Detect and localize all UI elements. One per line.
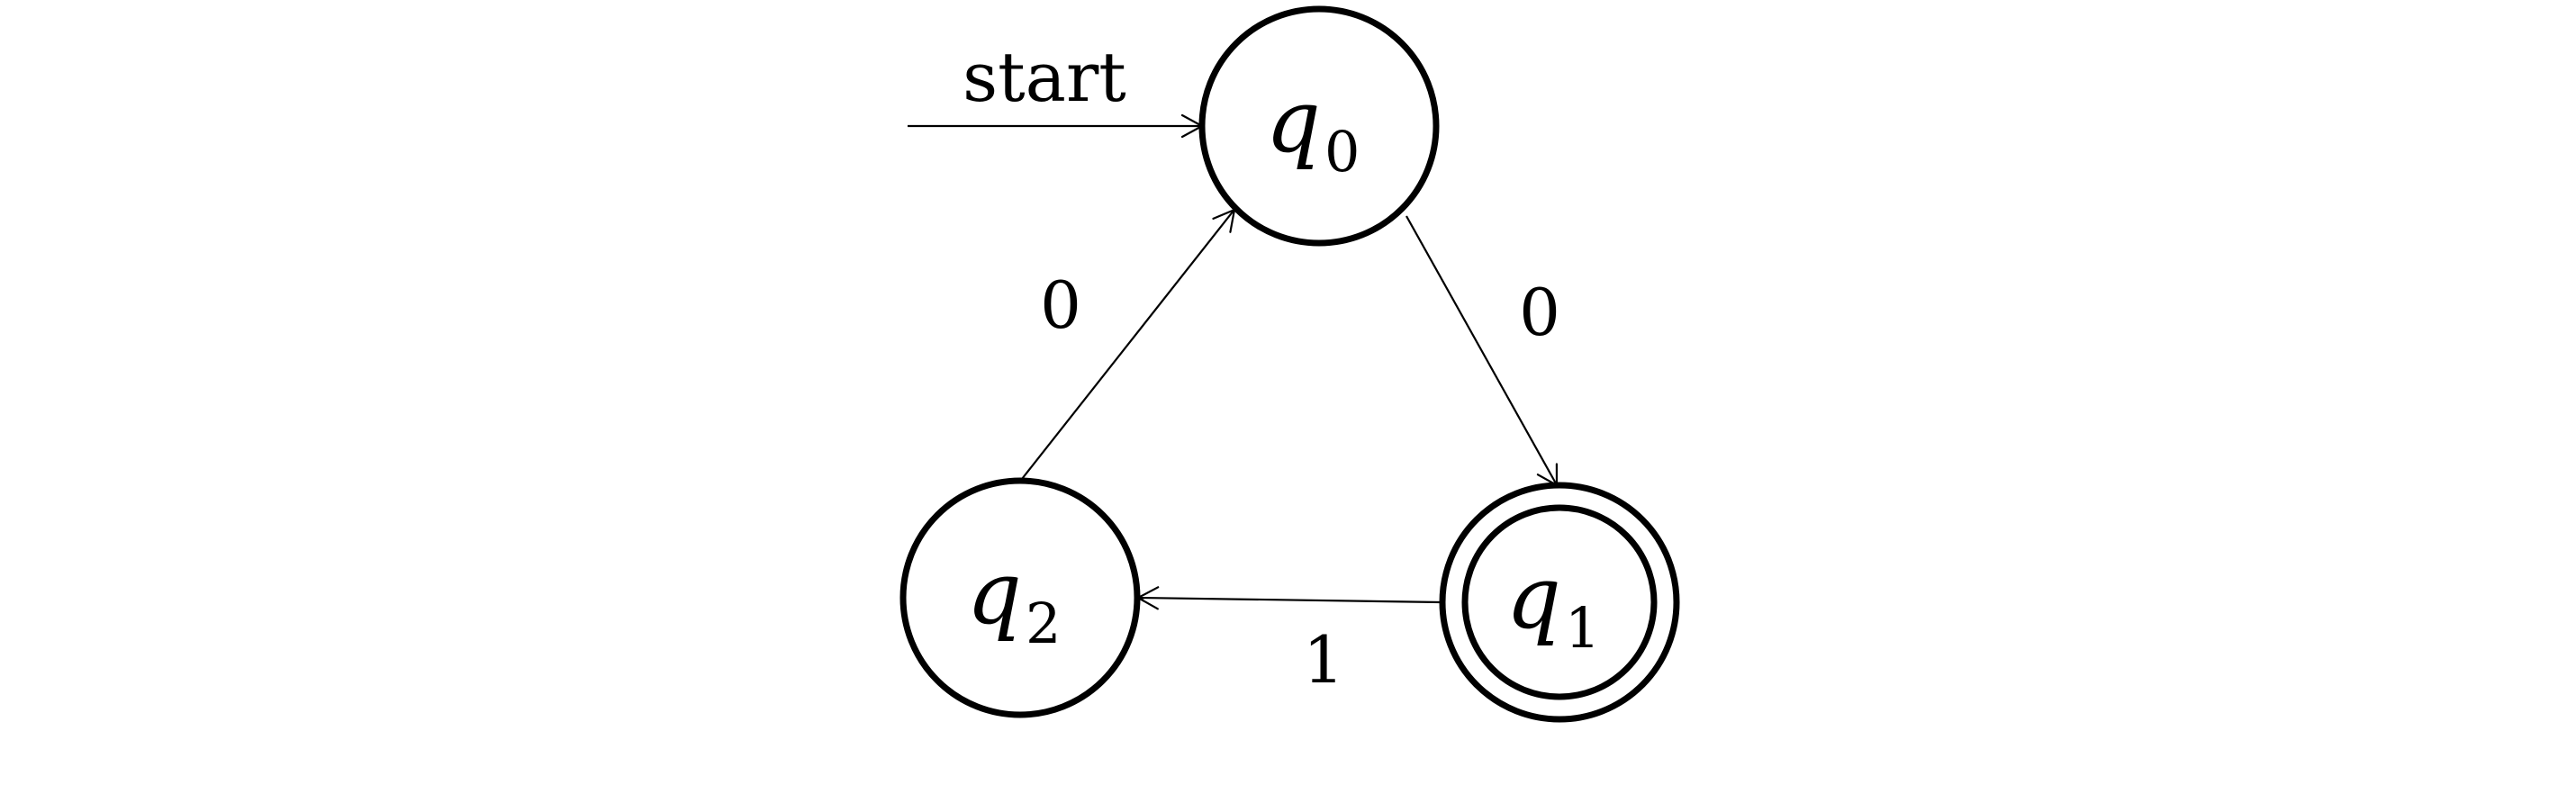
transition-q1-q2-label: 1 <box>1303 622 1344 698</box>
state-q0-circle <box>1198 5 1440 247</box>
state-q2-label: q2 <box>967 543 1062 656</box>
state-q1-inner-circle <box>1461 504 1658 700</box>
start-arrow <box>908 113 1204 139</box>
state-q1-label: q1 <box>1506 547 1601 661</box>
state-q0-label: q0 <box>1266 71 1360 185</box>
transition-q2-q0 <box>1021 208 1236 480</box>
transition-q0-q1 <box>1406 215 1559 487</box>
state-q1: q1 <box>1439 482 1680 723</box>
state-q2-circle <box>899 477 1141 718</box>
transition-q1-q2 <box>1136 586 1442 610</box>
state-q0: q0 <box>1198 5 1440 247</box>
transition-q2-q0-label: 0 <box>1040 267 1081 343</box>
state-q2: q2 <box>899 477 1141 718</box>
transition-q1-q2-line <box>1139 596 1442 604</box>
start-label: start <box>963 37 1126 117</box>
transition-q0-q1-line <box>1406 215 1557 484</box>
transition-q2-q0-line <box>1021 210 1234 480</box>
transition-q0-q1-label: 0 <box>1519 275 1560 350</box>
